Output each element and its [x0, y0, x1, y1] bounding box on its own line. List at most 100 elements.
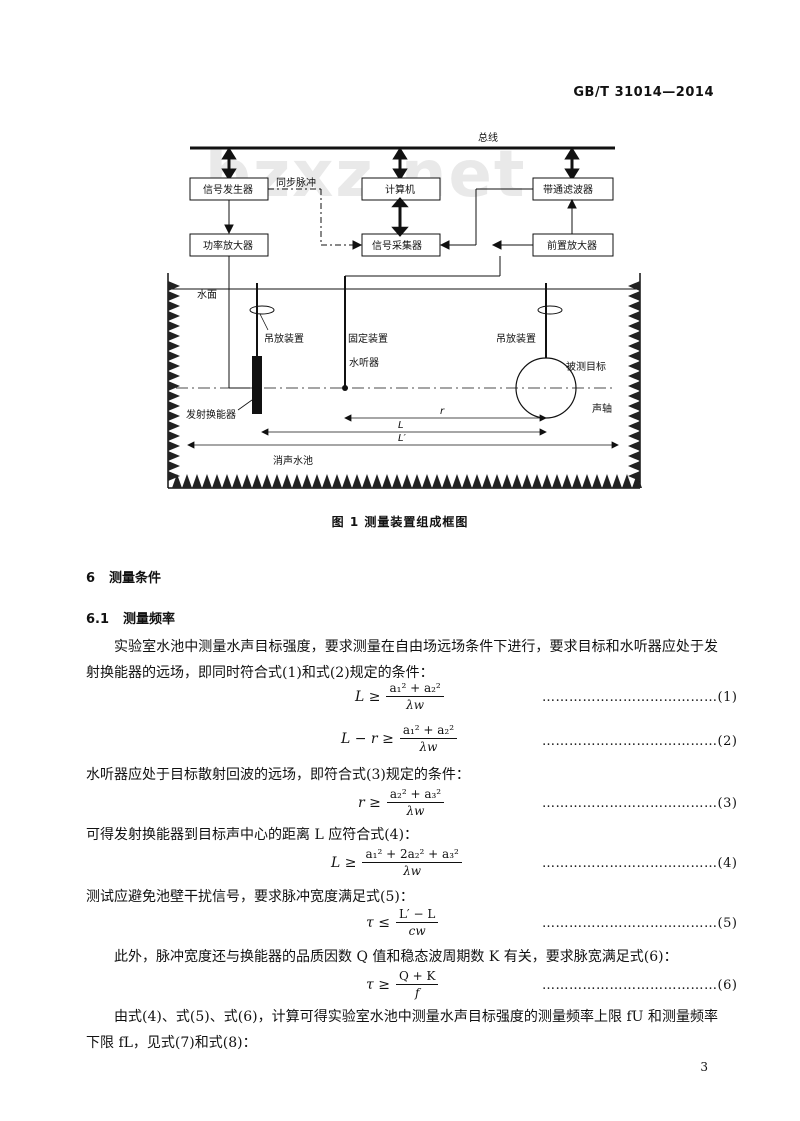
connection-lines [224, 188, 577, 250]
wedge [168, 371, 180, 381]
wedge [272, 474, 282, 488]
equation-6-number: …………………………………(6) [542, 978, 738, 993]
wedge [628, 311, 640, 321]
wedge [628, 291, 640, 301]
eq2-denominator: λw [419, 740, 438, 754]
wedge [552, 474, 562, 488]
transducer-leader [237, 399, 253, 411]
paragraph-4: 测试应避免池壁干扰信号，要求脉冲宽度满足式(5)： [86, 889, 414, 905]
eq5-numerator: L′ − L [395, 906, 439, 923]
wedge [432, 474, 442, 488]
svg-text:计算机: 计算机 [385, 183, 415, 196]
target-label: 被测目标 [566, 360, 606, 373]
paragraph-3: 可得发射换能器到目标声中心的距离 L 应符合式(4)： [86, 827, 419, 843]
svg-text:功率放大器: 功率放大器 [203, 239, 253, 252]
wedge [628, 421, 640, 431]
wedge [628, 401, 640, 411]
wedge [628, 391, 640, 401]
wedge [168, 301, 180, 311]
wedge [632, 474, 642, 488]
wedge [562, 474, 572, 488]
wedge [168, 311, 180, 321]
acoustic-axis-label: 声轴 [592, 402, 612, 415]
anechoic-wedges [168, 281, 642, 488]
sync-pulse-line [268, 188, 363, 250]
section-6-1-title: 测量频率 [123, 612, 176, 627]
wedge [592, 474, 602, 488]
bus-arrows [221, 147, 580, 181]
wedge [512, 474, 522, 488]
preamplifier-box: 前置放大器 [532, 233, 614, 257]
wedge [168, 351, 180, 361]
hanging-device-right-label: 吊放装置 [496, 332, 536, 345]
standard-number: GB/T 31014—2014 [573, 85, 714, 100]
wedge [352, 474, 362, 488]
paragraph-2: 水听器应处于目标散射回波的远场，即符合式(3)规定的条件： [86, 767, 470, 783]
wedge [168, 381, 180, 391]
equation-2-number: …………………………………(2) [542, 734, 738, 749]
eq6-lhs: τ ≥ [366, 976, 390, 993]
wedge [628, 381, 640, 391]
wedge [292, 474, 302, 488]
wedge [472, 474, 482, 488]
bus-label: 总线 [478, 131, 498, 144]
wedge [622, 474, 632, 488]
section-6-title: 测量条件 [109, 571, 162, 586]
equation-4-number: …………………………………(4) [542, 856, 738, 871]
hanging-device-left-label: 吊放装置 [264, 332, 304, 345]
wedge [172, 474, 182, 488]
wedge [628, 371, 640, 381]
hanging-rods [249, 276, 563, 388]
wedge [628, 361, 640, 371]
wedge [212, 474, 222, 488]
eq3-lhs: r ≥ [358, 794, 381, 811]
wedge [168, 281, 180, 291]
wedge [168, 441, 180, 451]
wedge [362, 474, 372, 488]
eq4-numerator: a₁² + 2a₂² + a₃² [362, 846, 462, 863]
wedge [542, 474, 552, 488]
water-surface-label: 水面 [197, 289, 217, 301]
dimension-L: L [398, 420, 404, 431]
wedge [572, 474, 582, 488]
wedge [168, 341, 180, 351]
wedge [612, 474, 622, 488]
wedge [628, 341, 640, 351]
wedge [168, 291, 180, 301]
wedge [168, 421, 180, 431]
wedge [168, 331, 180, 341]
wedge [322, 474, 332, 488]
wedge [422, 474, 432, 488]
wedge [628, 281, 640, 291]
wedge [222, 474, 232, 488]
wedge [262, 474, 272, 488]
transmitting-transducer [252, 356, 262, 414]
anechoic-tank-label: 消声水池 [273, 454, 313, 467]
wedge [168, 451, 180, 461]
wedge [628, 441, 640, 451]
wedge [282, 474, 292, 488]
wedge [168, 461, 180, 471]
eq2-numerator: a₁² + a₂² [399, 722, 458, 739]
page-number: 3 [700, 1060, 708, 1074]
eq5-lhs: τ ≤ [366, 914, 390, 931]
wedge [462, 474, 472, 488]
wedge [168, 471, 180, 481]
wedge [392, 474, 402, 488]
wedge [372, 474, 382, 488]
wedge [492, 474, 502, 488]
wedge [168, 431, 180, 441]
wedge [412, 474, 422, 488]
paragraph-1: 实验室水池中测量水声目标强度，要求测量在自由场远场条件下进行，要求目标和水听器应… [86, 639, 718, 681]
equation-1-number: …………………………………(1) [542, 690, 738, 705]
wedge [182, 474, 192, 488]
eq1-denominator: λw [406, 698, 425, 712]
wedge [628, 351, 640, 361]
wedge [202, 474, 212, 488]
